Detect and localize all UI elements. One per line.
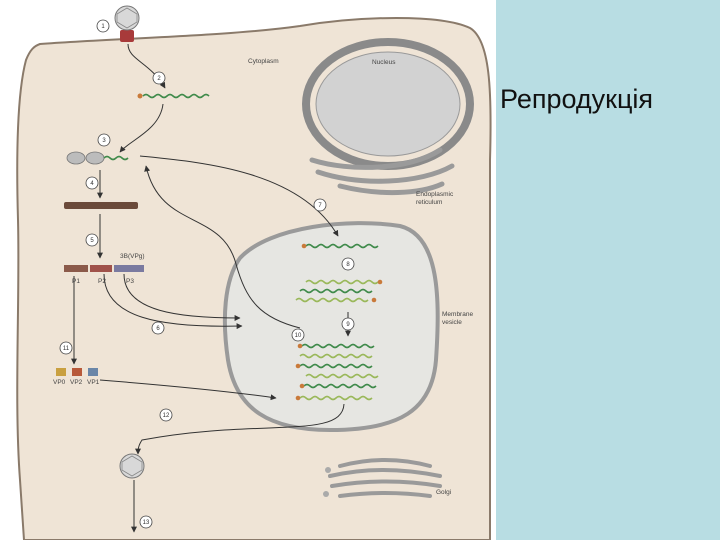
svg-text:8: 8 (346, 262, 350, 268)
p2-label: P2 (98, 278, 106, 285)
step-5-marker: 5 (85, 233, 99, 247)
virion-entry (114, 5, 140, 42)
er-label-line1: Endoplasmic (416, 191, 454, 198)
title-side-panel (496, 0, 720, 540)
svg-text:13: 13 (143, 520, 150, 526)
vesicle-rna-strands (295, 243, 379, 401)
vesicle-rna-caps (295, 243, 383, 401)
step-13-marker: 13 (139, 515, 153, 529)
vp2-label: VP2 (70, 379, 83, 386)
slide-title: Репродукція (500, 84, 654, 114)
step-6-marker: 6 (151, 321, 165, 335)
vesicle-label-line2: vesicle (442, 319, 462, 326)
step-4-marker: 4 (85, 176, 99, 190)
er-label-line2: reticulum (416, 199, 442, 206)
polyprotein-bar (64, 202, 138, 209)
svg-text:1: 1 (101, 24, 105, 30)
svg-text:10: 10 (295, 333, 302, 339)
diagram-panel: Nucleus Endoplasmic reticulum Cytoplasm … (16, 5, 492, 541)
step-2-marker: 2 (152, 71, 166, 85)
step-9-marker: 9 (341, 317, 355, 331)
svg-text:6: 6 (156, 326, 160, 332)
cytoplasm-label: Cytoplasm (248, 58, 279, 65)
nucleus-label: Nucleus (372, 59, 396, 66)
step-10-marker: 10 (291, 328, 305, 342)
svg-text:3: 3 (102, 138, 106, 144)
step-7-marker: 7 (313, 198, 327, 212)
rna-step2 (137, 93, 210, 99)
ribosomes-translation (66, 151, 129, 165)
nucleus: Nucleus (302, 38, 474, 170)
svg-text:2: 2 (157, 76, 161, 82)
cleaved-polyprotein (64, 265, 144, 272)
step-3-marker: 3 (97, 133, 111, 147)
svg-text:12: 12 (163, 413, 170, 419)
vp1-label: VP1 (87, 379, 100, 386)
membrane-vesicle (222, 221, 440, 433)
vesicle-label-line1: Membrane (442, 311, 473, 318)
capsid-proteins (56, 368, 98, 376)
virion-release (119, 453, 145, 479)
step-12-marker: 12 (159, 408, 173, 422)
vp0-label: VP0 (53, 379, 66, 386)
svg-text:9: 9 (346, 322, 350, 328)
step-markers: 1 2 3 4 5 6 7 8 9 10 11 12 13 (59, 19, 355, 529)
step-11-marker: 11 (59, 341, 73, 355)
picornavirus-replication-diagram: Nucleus Endoplasmic reticulum Cytoplasm … (16, 5, 492, 541)
svg-text:5: 5 (90, 238, 94, 244)
p1-label: P1 (72, 278, 80, 285)
p3-label: P3 (126, 278, 134, 285)
vpg-label: 3B(VPg) (120, 253, 145, 260)
svg-text:7: 7 (318, 203, 322, 209)
golgi-label: Golgi (436, 489, 451, 496)
svg-text:11: 11 (63, 346, 70, 352)
step-8-marker: 8 (341, 257, 355, 271)
step-1-marker: 1 (96, 19, 110, 33)
golgi-apparatus (323, 458, 442, 498)
endoplasmic-reticulum (309, 147, 455, 196)
svg-text:4: 4 (90, 181, 94, 187)
